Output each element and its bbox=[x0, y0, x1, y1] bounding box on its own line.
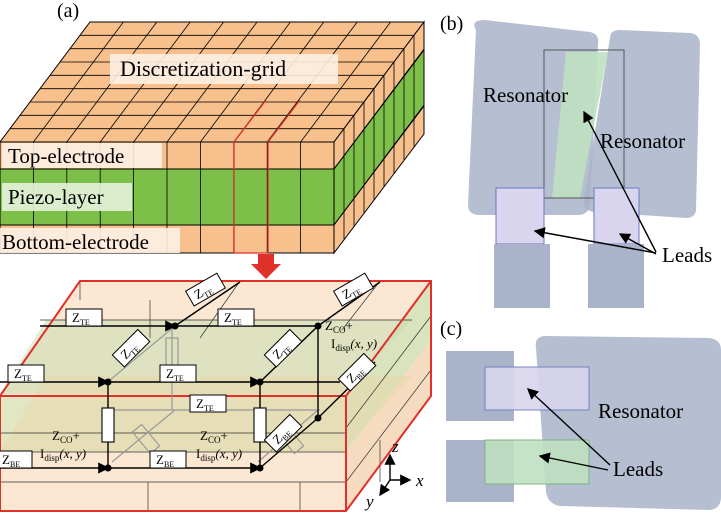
panel-c-arrows bbox=[526, 388, 611, 471]
resonator-left-label: Resonator bbox=[483, 83, 568, 107]
svg-text:ZBE: ZBE bbox=[156, 452, 174, 469]
panel-a-tag: (a) bbox=[57, 0, 79, 22]
leads-label-b: Leads bbox=[662, 243, 712, 267]
lead-left-outline bbox=[495, 187, 545, 245]
svg-text:ZBE: ZBE bbox=[2, 452, 20, 469]
circuit-source-labels: ZCO+ Idisp(x, y) ZCO+ Idisp(x, y) ZCO+ I… bbox=[40, 318, 377, 463]
lead-c-top bbox=[484, 366, 590, 411]
leads-label-c: Leads bbox=[613, 457, 663, 481]
svg-text:ZCO+: ZCO+ bbox=[325, 318, 353, 335]
top-electrode-label: Top-electrode bbox=[8, 144, 124, 168]
panel-b: (b) Resonator Resonator Leads bbox=[440, 13, 712, 308]
slab-grid-line bbox=[345, 369, 432, 483]
axis-x-label: x bbox=[415, 471, 424, 490]
grid-line bbox=[333, 104, 425, 226]
impedance-z-te: ZTE bbox=[217, 308, 255, 327]
circuit-nodes bbox=[104, 322, 322, 472]
svg-text:Idisp(x, y): Idisp(x, y) bbox=[196, 446, 242, 463]
piezo-label-bg bbox=[2, 183, 132, 211]
panel-c-tag: (c) bbox=[440, 318, 462, 340]
top-electrode-label-bg bbox=[2, 143, 162, 168]
grid-line bbox=[300, 21, 391, 143]
bottom-electrode-label: Bottom-electrode bbox=[2, 230, 149, 254]
svg-text:ZTE: ZTE bbox=[14, 366, 32, 383]
highlight-column-right bbox=[267, 99, 301, 253]
lead-c-bottom bbox=[484, 439, 590, 485]
svg-text:ZTE: ZTE bbox=[166, 366, 184, 383]
impedance-z-te: ZTE bbox=[263, 328, 303, 368]
impedance-z-te: ZTE bbox=[65, 308, 103, 327]
panel-a-block: Discretization-grid Top-electrode Piezo-… bbox=[0, 0, 425, 255]
impedance-z-be: ZBE bbox=[0, 450, 33, 469]
overlap-outline bbox=[543, 49, 625, 199]
overlap-region bbox=[552, 52, 608, 198]
impedance-z-te: ZTE bbox=[7, 364, 45, 383]
svg-text:ZCO+: ZCO+ bbox=[200, 428, 228, 445]
zoom-arrow-icon bbox=[251, 254, 281, 279]
svg-text:ZTE: ZTE bbox=[224, 310, 242, 327]
panel-c: (c) Resonator Leads bbox=[440, 318, 721, 510]
svg-text:ZTE: ZTE bbox=[72, 310, 90, 327]
grid-label-bg bbox=[110, 54, 338, 84]
svg-text:ZTE: ZTE bbox=[196, 396, 214, 413]
svg-text:Idisp(x, y): Idisp(x, y) bbox=[40, 446, 86, 463]
slab-grid-line bbox=[341, 280, 381, 331]
axes-icon bbox=[379, 453, 412, 497]
svg-text:Idisp(x, y): Idisp(x, y) bbox=[331, 336, 377, 353]
impedance-z-te: ZTE bbox=[189, 394, 227, 413]
axis-z-label: z bbox=[391, 437, 399, 456]
impedance-z-be: ZBE bbox=[149, 450, 187, 469]
pad-right bbox=[588, 244, 644, 308]
piezo-label: Piezo-layer bbox=[8, 185, 104, 209]
bottom-electrode-label-bg bbox=[0, 228, 180, 253]
panel-b-arrows bbox=[533, 110, 657, 255]
highlight-column-left bbox=[233, 99, 267, 253]
slab-side bbox=[346, 281, 431, 452]
impedance-z-te: ZTE bbox=[184, 272, 227, 307]
pad-left bbox=[494, 244, 550, 308]
slab-piezo-plane bbox=[0, 320, 412, 394]
resonator-c-label: Resonator bbox=[598, 399, 683, 423]
impedance-z-be: ZBE bbox=[337, 352, 377, 392]
axis-y-label: y bbox=[364, 492, 374, 511]
impedance-z-te: ZTE bbox=[159, 364, 197, 383]
slab-grid-line bbox=[345, 315, 432, 429]
grid-line bbox=[33, 21, 124, 143]
impedance-z-te: ZTE bbox=[332, 272, 375, 307]
panel-b-tag: (b) bbox=[440, 13, 463, 35]
resonator-right-shape bbox=[583, 30, 700, 218]
circuit-front-resistors bbox=[101, 407, 267, 443]
impedance-z-be: ZBE bbox=[263, 413, 303, 453]
resonator-right-label: Resonator bbox=[600, 129, 685, 153]
grid-line bbox=[333, 48, 425, 170]
svg-text:ZCO+: ZCO+ bbox=[52, 428, 80, 445]
grid-label: Discretization-grid bbox=[120, 56, 286, 81]
lead-right-outline bbox=[593, 187, 640, 245]
